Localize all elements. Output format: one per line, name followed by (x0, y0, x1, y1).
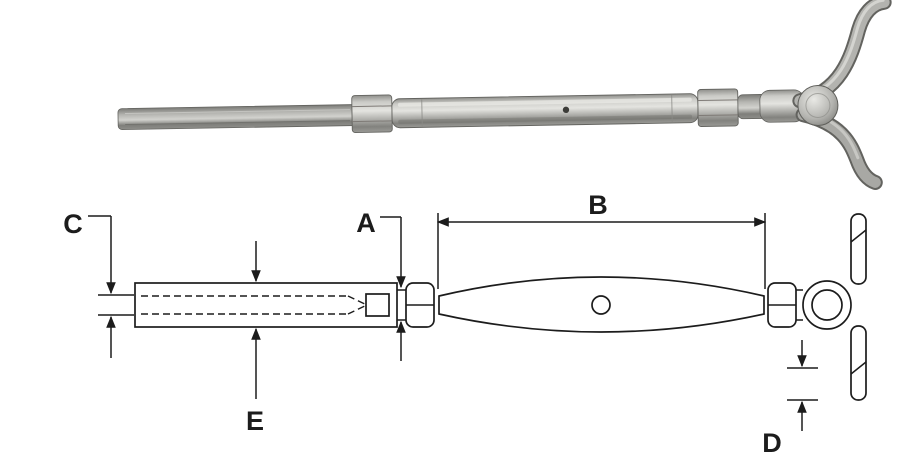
drawing-cable-hole-dashed (141, 295, 368, 315)
photo-turnbuckle-body (391, 93, 699, 129)
drawing-toggle-ring (802, 280, 852, 330)
dim-c-label: C (63, 209, 83, 239)
photo-swage-stud (117, 104, 359, 130)
drawing-toggle-bar-bottom (850, 325, 867, 401)
drawing-thread-stub-left (397, 289, 406, 321)
dim-a-label: A (356, 208, 376, 238)
drawing-toggle-bar (850, 213, 867, 401)
photo-toggle-arm-top (792, 0, 892, 109)
drawing-wrench-flat (365, 293, 390, 317)
photo-toggle-pin (797, 84, 839, 126)
drawing-thread-stub-right (796, 289, 803, 321)
dim-b-label: B (588, 190, 608, 220)
photo-swage-stud-shadow (125, 120, 351, 126)
photo-hex-nut-right (697, 88, 739, 127)
line-drawing: C E A B (63, 190, 867, 458)
photo-body-inspection-hole (562, 106, 570, 114)
drawing-toggle-bar-break-bottom (850, 361, 867, 375)
drawing-toggle-bar-break-top (850, 229, 867, 243)
dim-c: C (63, 209, 134, 358)
dim-d-label: D (762, 428, 782, 458)
dim-a: A (356, 208, 406, 361)
dim-b: B (436, 190, 767, 289)
drawing-swage-stud (134, 282, 398, 328)
drawing-center-hole (591, 295, 611, 315)
photo-hex-nut-left (351, 94, 393, 133)
drawing-hex-nut-left (405, 282, 435, 328)
photo-swage-stud-highlight (124, 109, 350, 115)
drawing-hex-nut-right (767, 282, 797, 328)
dim-e: E (246, 241, 264, 436)
dim-e-label: E (246, 406, 264, 436)
dim-d: D (762, 340, 818, 458)
drawing-toggle-bar-top (850, 213, 867, 285)
photo-turnbuckle (117, 0, 892, 190)
